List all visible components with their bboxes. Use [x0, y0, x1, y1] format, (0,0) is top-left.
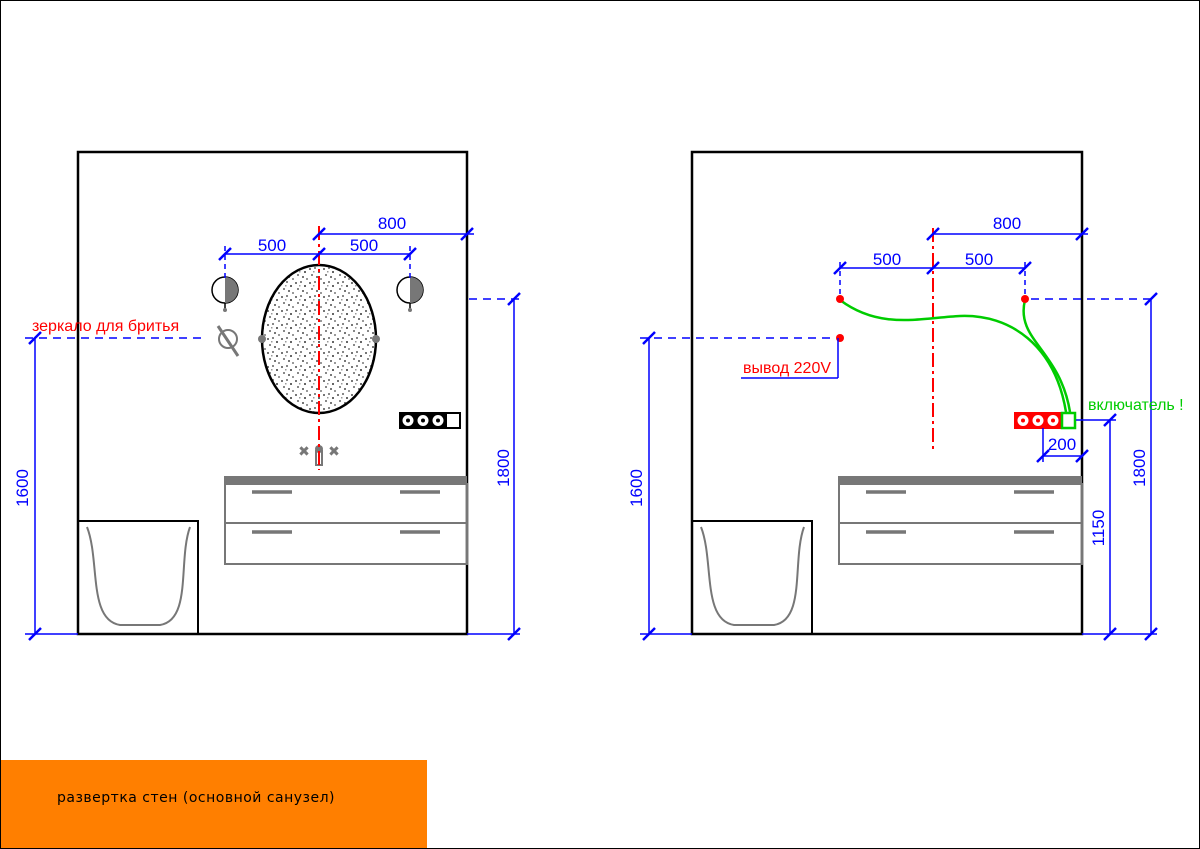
- left-wall-outline: [76, 150, 469, 636]
- power-outlet-point: [836, 334, 844, 342]
- dim-to-wall: 800: [378, 214, 406, 233]
- left-socket-block-icon: [399, 412, 461, 429]
- right-elevation: 500 500 800 1600 1800 1150 200 вывод 220…: [627, 150, 1184, 641]
- shaving-mirror-icon: [216, 325, 240, 357]
- dim-height-outlet: 1600: [627, 469, 646, 507]
- drawing-title: развертка стен (основной санузел): [57, 790, 336, 806]
- left-elevation: ✖ ✖: [13, 150, 521, 641]
- dim-right-to-wall: 800: [993, 214, 1021, 233]
- label-switch: включатель !: [1088, 397, 1184, 414]
- mirror-mount: [372, 335, 380, 343]
- svg-text:✖: ✖: [328, 444, 340, 460]
- title-block: развертка стен (основной санузел): [1, 760, 427, 848]
- lamp-output-point: [1021, 295, 1029, 303]
- dim-right-height-lamps: 1800: [1130, 449, 1149, 487]
- dim-right-left-half: 500: [873, 250, 901, 269]
- dim-switch-offset: 200: [1048, 435, 1076, 454]
- right-sconce-icon: [396, 276, 424, 312]
- label-power-outlet: вывод 220V: [743, 360, 831, 377]
- right-dimension-lines: [640, 227, 1158, 641]
- wiring-paths: [839, 298, 1072, 413]
- lamp-output-point: [836, 295, 844, 303]
- mirror-mount: [258, 335, 266, 343]
- right-bathtub: [691, 520, 813, 635]
- dim-left-half: 500: [258, 236, 286, 255]
- dim-height-lamps: 1800: [494, 449, 513, 487]
- label-shaving-mirror: зеркало для бритья: [32, 318, 179, 335]
- dim-height-switch: 1150: [1089, 510, 1108, 547]
- dim-height-mirror: 1600: [13, 469, 32, 507]
- right-vanity-cabinet: [838, 476, 1083, 565]
- left-bathtub: [77, 520, 199, 635]
- dim-right-right-half: 500: [965, 250, 993, 269]
- dim-right-half: 500: [350, 236, 378, 255]
- left-vanity-cabinet: [224, 476, 468, 565]
- left-dimension-lines: [25, 227, 521, 641]
- right-wall-outline: [690, 150, 1084, 636]
- right-socket-block-icon: [1014, 411, 1077, 430]
- left-sconce-icon: [211, 276, 239, 312]
- switch-icon: [1060, 411, 1077, 430]
- svg-text:✖: ✖: [298, 444, 310, 460]
